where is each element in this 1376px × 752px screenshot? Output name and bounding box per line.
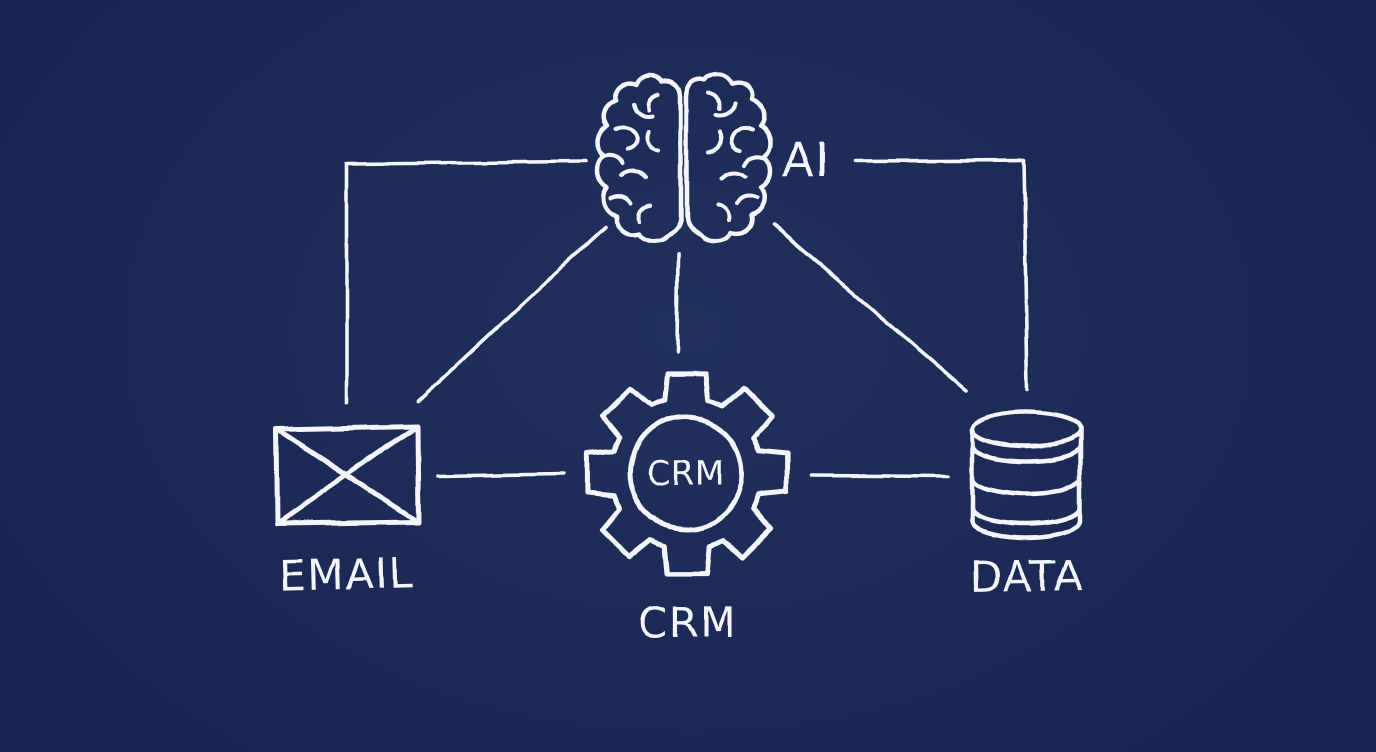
connector-ai-crm-vertical [675,252,680,353]
gear-outline [584,370,790,576]
node-label-data: DATA [969,551,1084,602]
node-label-email: EMAIL [279,548,415,601]
database-bottom-arc [969,518,1083,541]
connector-ai-data-elbow [854,158,1030,391]
diagram-labels: AI EMAIL CRM DATA CRM [279,133,1085,647]
connector-ai-email-diagonal [416,225,607,403]
connector-email-crm-horizontal [435,472,565,478]
gear-inner-circle [627,414,745,532]
connector-crm-data-horizontal [810,473,950,478]
connector-ai-data-diagonal [771,223,968,392]
connector-email-ai-elbow [345,159,588,405]
gear-inner-text: CRM [647,454,725,494]
envelope-flap-line-2 [274,423,420,527]
diagram-artwork [273,75,1083,576]
database-divider-1 [969,443,1083,465]
brain-left-hemisphere [598,75,681,242]
database-top-ellipse [969,410,1083,450]
envelope-icon [273,423,421,527]
database-icon [969,410,1083,541]
database-divider-2 [969,475,1083,497]
brain-right-hemisphere [687,75,770,242]
node-label-crm: CRM [638,598,737,647]
gear-icon [584,370,790,576]
brain-icon [598,75,771,242]
database-divider-3 [969,505,1083,527]
node-label-ai: AI [782,133,830,187]
